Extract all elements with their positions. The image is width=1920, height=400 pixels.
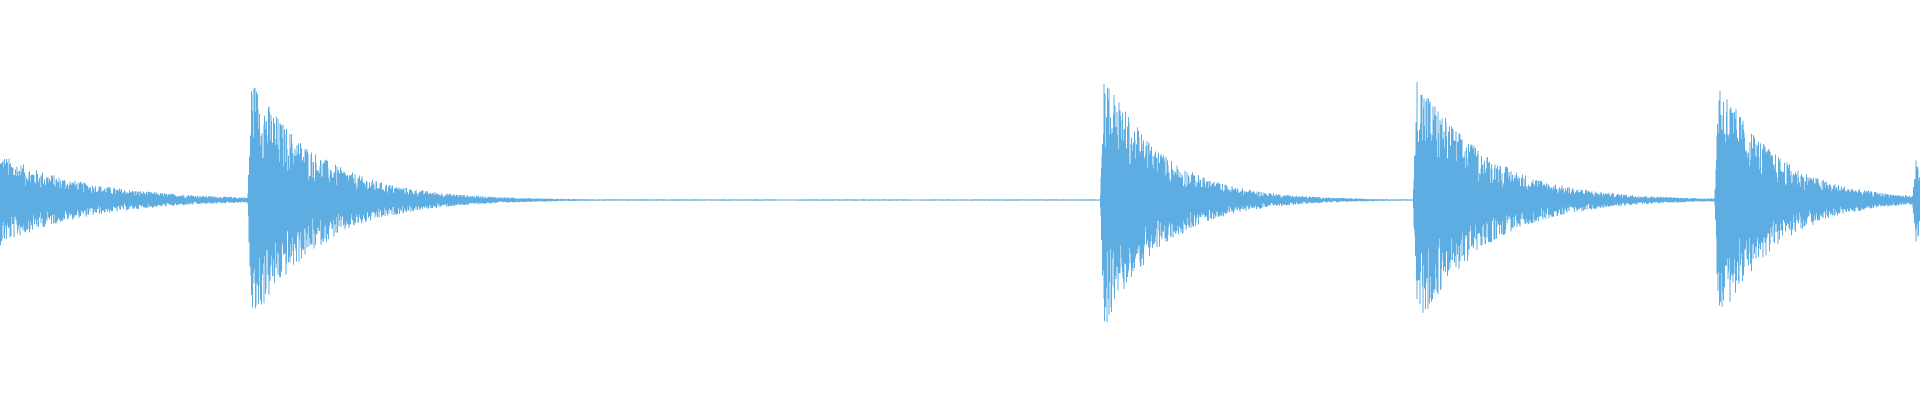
waveform-trace <box>0 82 1920 323</box>
